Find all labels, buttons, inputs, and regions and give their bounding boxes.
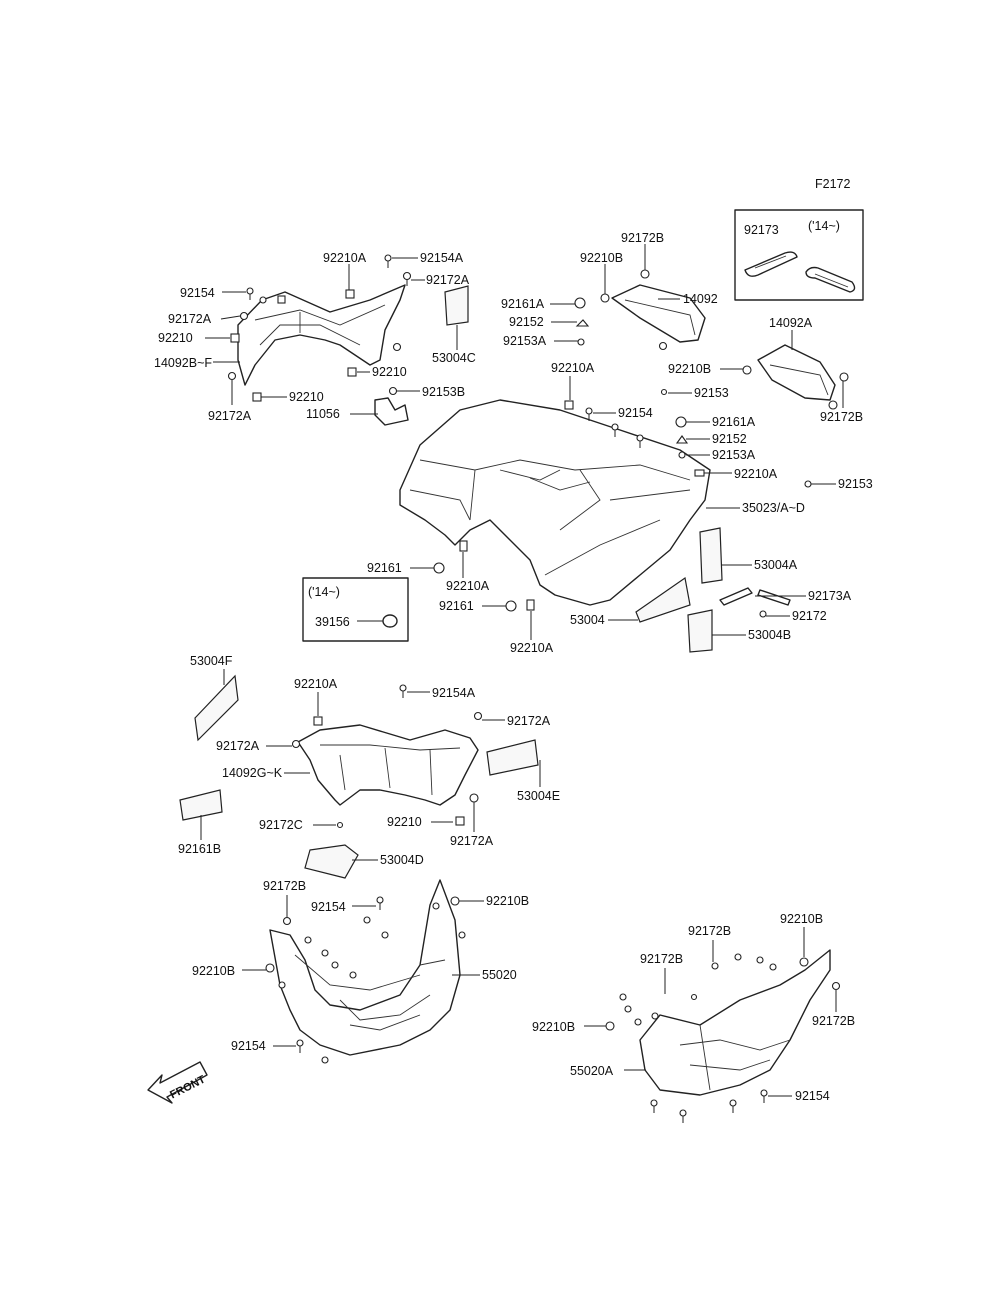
label-92172A-e: 92172A: [216, 739, 260, 753]
label-53004B: 53004B: [748, 628, 791, 642]
front-label: FRONT: [168, 1073, 207, 1101]
label-92210A-a: 92210A: [323, 251, 367, 265]
label-53004D: 53004D: [380, 853, 424, 867]
label-53004: 53004: [570, 613, 605, 627]
label-92154A-b: 92154A: [432, 686, 476, 700]
sheet-53004F: [194, 674, 239, 742]
label-92172B-c: 92172B: [263, 879, 306, 893]
sheet-92161B: [179, 789, 223, 821]
label-92154-a: 92154: [180, 286, 215, 300]
label-55020A: 55020A: [570, 1064, 614, 1078]
label-92153A-b: 92153A: [712, 448, 756, 462]
label-92210B-b: 92210B: [668, 362, 711, 376]
label-92161A-b: 92161A: [712, 415, 756, 429]
tray-14092A: [757, 344, 836, 401]
label-92210B-f: 92210B: [532, 1020, 575, 1034]
part-labels: 92210A 92154A 92172A 92154 92172A 92210 …: [154, 231, 873, 1103]
footboard-55020: [269, 879, 461, 1056]
label-92161-a: 92161: [367, 561, 402, 575]
sheet-53004D: [304, 844, 359, 879]
label-92210B-c: 92210B: [486, 894, 529, 908]
bracket-11056: [374, 397, 409, 426]
label-92172B-e: 92172B: [640, 952, 683, 966]
label-92210-c: 92210: [387, 815, 422, 829]
rear-fender-35023: [399, 399, 711, 606]
label-92210B-d: 92210B: [192, 964, 235, 978]
label-92154-b: 92154: [618, 406, 653, 420]
label-92161-b: 92161: [439, 599, 474, 613]
label-53004E: 53004E: [517, 789, 560, 803]
label-92161A-a: 92161A: [501, 297, 545, 311]
label-92172A-b: 92172A: [168, 312, 212, 326]
label-92210A-f: 92210A: [294, 677, 338, 691]
leader-lines: [200, 244, 844, 1097]
label-14092G-K: 14092G~K: [222, 766, 283, 780]
label-53004F: 53004F: [190, 654, 233, 668]
inset-box-top: [734, 209, 864, 301]
label-92172-a: 92172: [792, 609, 827, 623]
label-92161B: 92161B: [178, 842, 221, 856]
fender-14092G-K: [297, 724, 479, 806]
label-92210A-b: 92210A: [551, 361, 595, 375]
label-92210-c-left: 92210: [289, 390, 324, 404]
label-92210A-e: 92210A: [510, 641, 554, 655]
ring-39156: [382, 614, 398, 628]
sheet-53004E: [486, 739, 539, 776]
inset-mid-label: 39156: [315, 615, 350, 629]
label-92154-e: 92154: [795, 1089, 830, 1103]
label-92154A-a: 92154A: [420, 251, 464, 265]
label-92172B-a: 92172B: [621, 231, 664, 245]
label-92172B-f: 92172B: [812, 1014, 855, 1028]
step-plate-92173A: [719, 587, 791, 606]
label-92210-b: 92210: [372, 365, 407, 379]
figure-code: F2172: [815, 177, 850, 191]
label-92153B: 92153B: [422, 385, 465, 399]
hardware-items: [227, 254, 849, 1123]
label-53004C: 53004C: [432, 351, 476, 365]
label-92153A-a: 92153A: [503, 334, 547, 348]
label-53004A: 53004A: [754, 558, 798, 572]
label-92210B-a: 92210B: [580, 251, 623, 265]
label-92172A-c: 92172A: [208, 409, 252, 423]
sheet-53004: [635, 576, 691, 623]
label-35023: 35023/A~D: [742, 501, 805, 515]
label-92172A-f: 92172A: [450, 834, 494, 848]
fender-14092B-F: [237, 284, 406, 386]
sheet-53004B: [687, 609, 713, 653]
inset-box-mid: [302, 577, 409, 642]
sheet-53004A: [699, 527, 723, 584]
label-92154-d: 92154: [231, 1039, 266, 1053]
label-92173A: 92173A: [808, 589, 852, 603]
tray-14092: [611, 284, 706, 343]
inset-mid-note: ('14~): [308, 585, 340, 599]
label-92172A-d: 92172A: [507, 714, 551, 728]
label-92172B-d: 92172B: [688, 924, 731, 938]
label-92172C: 92172C: [259, 818, 303, 832]
label-14092: 14092: [683, 292, 718, 306]
part-53004C-sheet: [444, 285, 469, 326]
front-arrow: FRONT: [147, 1061, 208, 1104]
label-92152-a: 92152: [509, 315, 544, 329]
label-92172B-b: 92172B: [820, 410, 863, 424]
footboard-55020A: [639, 949, 831, 1096]
inset-top-label: 92173: [744, 223, 779, 237]
label-92210A-d: 92210A: [446, 579, 490, 593]
label-92154-c: 92154: [311, 900, 346, 914]
inset-top-note: ('14~): [808, 219, 840, 233]
label-14092A: 14092A: [769, 316, 813, 330]
label-92172A-a: 92172A: [426, 273, 470, 287]
step-plate-92173: [744, 251, 856, 293]
label-92210-a: 92210: [158, 331, 193, 345]
label-92210A-c: 92210A: [734, 467, 778, 481]
label-14092B-F: 14092B~F: [154, 356, 212, 370]
label-55020: 55020: [482, 968, 517, 982]
label-92153-a: 92153: [694, 386, 729, 400]
label-92152-b: 92152: [712, 432, 747, 446]
label-92210B-e: 92210B: [780, 912, 823, 926]
label-11056: 11056: [306, 407, 340, 421]
label-92153-b: 92153: [838, 477, 873, 491]
